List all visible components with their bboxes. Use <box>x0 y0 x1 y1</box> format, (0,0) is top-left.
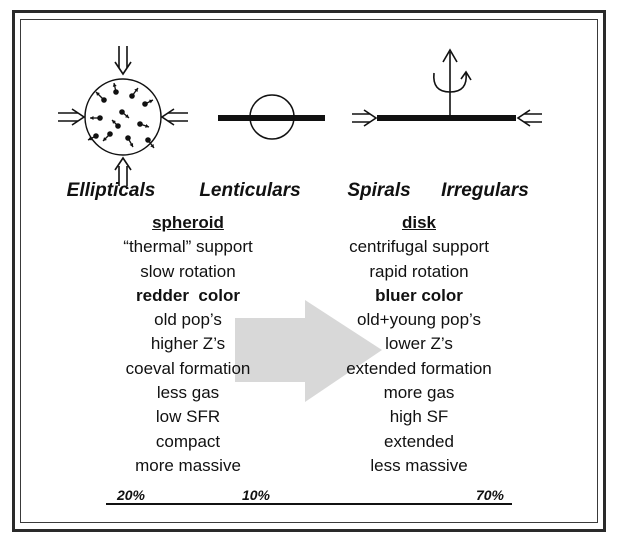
disk-compression-arrows-icon <box>352 109 542 127</box>
spheroid-heading: spheroid <box>152 213 224 232</box>
spheroid-column: spheroid “thermal” support slow rotation… <box>63 211 313 478</box>
disk-column: disk centrifugal support rapid rotation … <box>294 211 544 478</box>
disk-property: rapid rotation <box>369 261 469 281</box>
star-arrowhead <box>148 99 153 104</box>
star-arrowhead <box>145 123 149 128</box>
spheroid-property: slow rotation <box>140 261 236 281</box>
inner-frame <box>20 19 598 523</box>
star-arrowhead <box>150 144 154 148</box>
disk-property: high SF <box>389 407 449 427</box>
elliptical-stars-icon <box>87 82 155 149</box>
spheroid-property: “thermal” support <box>123 237 253 257</box>
outer-frame <box>12 10 606 532</box>
disk-property: extended <box>384 431 454 451</box>
label-spirals: Spirals <box>347 180 411 201</box>
spheroid-property: less gas <box>156 383 220 403</box>
label-irregulars: Irregulars <box>441 180 529 201</box>
label-lenticulars: Lenticulars <box>199 180 301 201</box>
spheroid-property: higher Z’s <box>150 334 226 354</box>
fraction-ellipticals: 20% <box>116 487 146 503</box>
disk-property: old+young pop’s <box>357 310 481 330</box>
spheroid-property: coeval formation <box>125 358 251 378</box>
spheroid-property: more massive <box>135 455 241 475</box>
star-arrowhead <box>134 88 138 92</box>
spheroid-property: old pop’s <box>154 310 222 330</box>
fraction-spirals-irregulars: 70% <box>475 487 505 503</box>
star-arrowhead <box>112 120 116 124</box>
disk-property: centrifugal support <box>349 237 489 257</box>
label-ellipticals: Ellipticals <box>66 180 156 201</box>
star-arrowhead <box>90 116 94 120</box>
star-arrowhead <box>125 114 129 118</box>
spheroid-property: redder color <box>136 285 240 305</box>
compression-arrows-icon <box>58 46 188 186</box>
disk-property: more gas <box>383 383 455 403</box>
fraction-lenticulars: 10% <box>241 487 271 503</box>
spheroid-property: low SFR <box>155 407 221 427</box>
star-arrowhead <box>112 83 117 87</box>
spheroid-property: compact <box>155 431 221 451</box>
disk-property: bluer color <box>375 285 463 305</box>
star-arrowhead <box>88 136 93 141</box>
transition-arrow <box>235 300 382 402</box>
elliptical-symbol <box>84 78 162 156</box>
lenticular-symbol <box>218 94 325 140</box>
disk-heading: disk <box>401 213 437 232</box>
disk-property: lower Z’s <box>385 334 453 354</box>
disk-property: extended formation <box>346 358 492 378</box>
star-arrowhead <box>103 137 107 141</box>
star-arrowhead <box>129 142 134 147</box>
spiral-disk-symbol <box>377 48 516 121</box>
star-arrowhead <box>96 92 100 96</box>
disk-property: less massive <box>370 455 468 475</box>
